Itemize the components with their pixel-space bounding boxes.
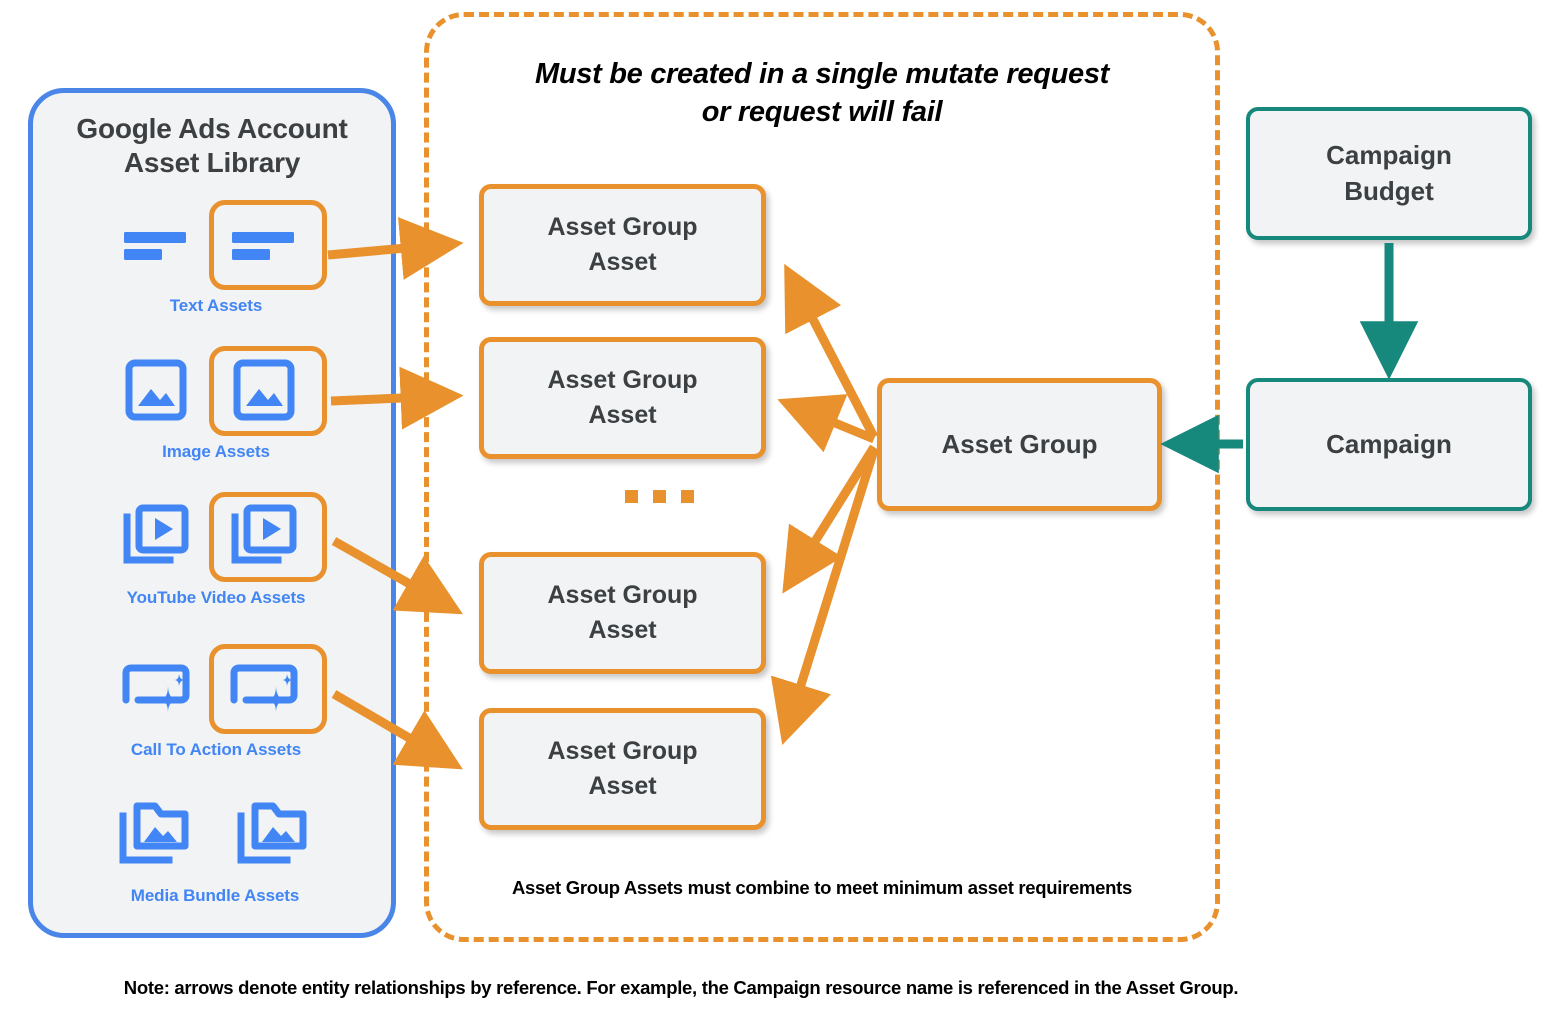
library-item-image-assets[interactable]: Image Assets (108, 344, 327, 462)
mutate-request-footnote: Asset Group Assets must combine to meet … (512, 877, 1132, 898)
call-to-action-asset-icon-pair (108, 642, 327, 734)
mutate-title-line-1: Must be created in a single mutate reque… (535, 58, 1109, 90)
youtube-video-asset-icon-back (108, 490, 204, 582)
asset-group-asset-node[interactable]: Asset Group Asset (479, 337, 766, 459)
node-label-line-2: Asset (588, 616, 657, 644)
media-bundle-asset-icon-pair (100, 788, 330, 880)
asset-group-asset-node[interactable]: Asset Group Asset (479, 184, 766, 306)
library-title-line-1: Google Ads Account (76, 113, 348, 144)
node-label-line-2: Asset (588, 401, 657, 429)
node-label: Campaign (1326, 429, 1452, 459)
text-asset-icon-back (108, 198, 204, 290)
node-label-line-1: Asset Group (547, 581, 698, 609)
image-asset-icon-front-slot (204, 344, 327, 436)
image-asset-highlight-box (209, 346, 327, 436)
image-asset-icon (233, 359, 295, 421)
call-to-action-asset-icon-front-slot (204, 642, 327, 734)
mutate-title-line-2: or request will fail (701, 96, 943, 129)
text-asset-icon (232, 232, 294, 260)
library-item-label: Image Assets (162, 442, 270, 461)
call-to-action-asset-icon (230, 664, 298, 713)
text-asset-icon-front-slot (204, 198, 327, 290)
library-title-line-2: Asset Library (123, 147, 301, 179)
node-label-line-2: Budget (1344, 175, 1434, 206)
library-item-label: YouTube Video Assets (126, 588, 306, 607)
youtube-video-asset-icon (123, 504, 189, 564)
text-asset-icon-pair (108, 198, 327, 290)
ellipsis-dot (653, 490, 666, 503)
media-bundle-asset-icon-back (100, 788, 212, 880)
image-asset-icon (125, 359, 187, 421)
node-label-line-1: Campaign (1326, 140, 1452, 171)
text-asset-icon (124, 232, 186, 260)
node-label-line-2: Asset (588, 772, 657, 800)
youtube-video-asset-icon (231, 504, 297, 564)
node-label-line-1: Asset Group (547, 737, 698, 765)
node-label-line-2: Asset (588, 248, 657, 276)
asset-group-asset-node[interactable]: Asset Group Asset (479, 552, 766, 674)
library-panel-title: Google Ads Account Asset Library (28, 112, 396, 180)
library-item-youtube-video-assets[interactable]: YouTube Video Assets (108, 490, 327, 608)
media-bundle-asset-icon (119, 802, 189, 864)
library-item-label: Text Assets (169, 296, 263, 315)
campaign-budget-node[interactable]: Campaign Budget (1246, 107, 1532, 240)
asset-group-node[interactable]: Asset Group (877, 378, 1162, 511)
library-item-call-to-action-assets[interactable]: Call To Action Assets (108, 642, 327, 760)
library-item-media-bundle-assets[interactable]: Media Bundle Assets (100, 788, 330, 906)
call-to-action-asset-icon (122, 664, 190, 713)
asset-group-asset-node[interactable]: Asset Group Asset (479, 708, 766, 830)
library-item-text-assets[interactable]: Text Assets (108, 198, 327, 316)
youtube-video-asset-icon-pair (108, 490, 327, 582)
call-to-action-asset-highlight-box (209, 644, 327, 734)
youtube-video-asset-icon-front-slot (204, 490, 327, 582)
campaign-node[interactable]: Campaign (1246, 378, 1532, 511)
node-label-line-1: Asset Group (547, 213, 698, 241)
image-asset-icon-pair (108, 344, 327, 436)
youtube-video-asset-highlight-box (209, 492, 327, 582)
diagram-footnote: Note: arrows denote entity relationships… (123, 977, 1239, 998)
ellipsis-indicator (625, 490, 694, 503)
library-item-label: Call To Action Assets (130, 740, 302, 759)
ellipsis-dot (625, 490, 638, 503)
node-label-line-1: Asset Group (547, 366, 698, 394)
media-bundle-asset-icon-front (218, 788, 330, 880)
image-asset-icon-back (108, 344, 204, 436)
node-label: Asset Group (941, 429, 1098, 459)
call-to-action-asset-icon-back (108, 642, 204, 734)
library-item-label: Media Bundle Assets (130, 886, 300, 905)
text-asset-highlight-box (209, 200, 327, 290)
mutate-request-title: Must be created in a single mutate reque… (440, 55, 1204, 132)
ellipsis-dot (681, 490, 694, 503)
media-bundle-asset-icon (237, 802, 307, 864)
